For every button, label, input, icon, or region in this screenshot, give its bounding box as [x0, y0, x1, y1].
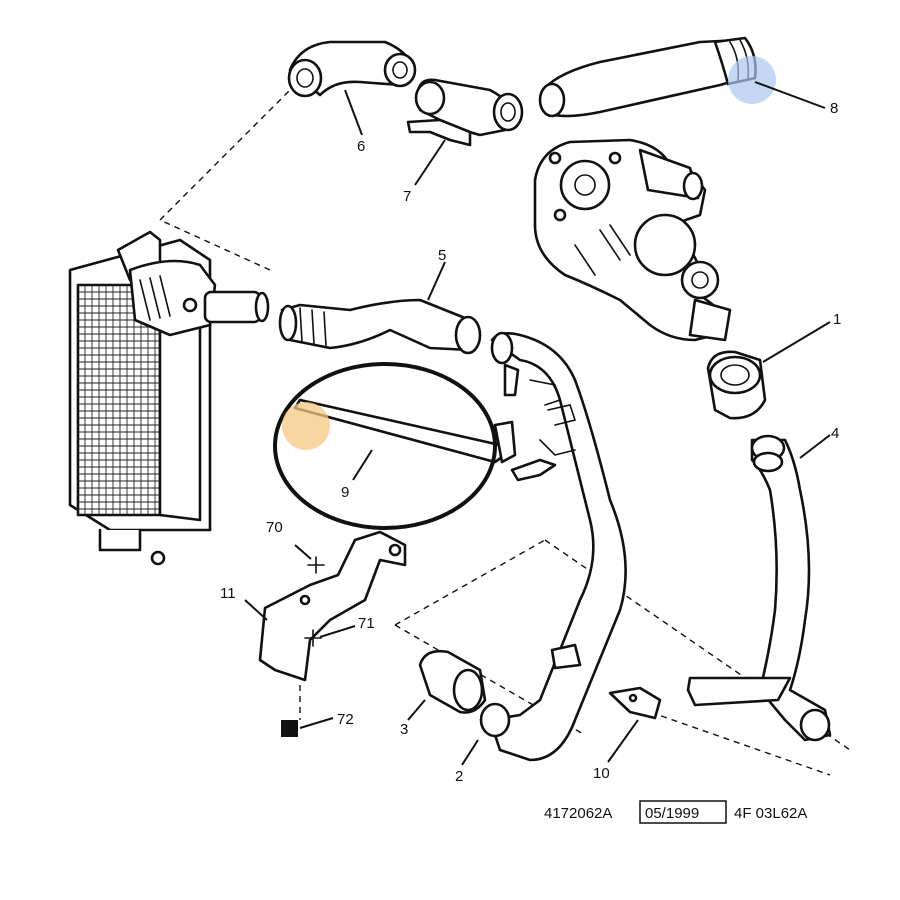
callout-6: 6	[357, 138, 365, 155]
callout-4: 4	[831, 425, 839, 442]
fastener-72-nut	[281, 720, 298, 737]
callout-3: 3	[400, 721, 408, 738]
callout-8: 8	[830, 100, 838, 117]
callout-2: 2	[455, 768, 463, 785]
callout-72: 72	[337, 711, 354, 728]
blue-highlight-marker	[728, 56, 776, 104]
turbocharger	[533, 138, 732, 342]
highlight-circle-part-9	[273, 362, 497, 530]
part-1-sleeve	[706, 350, 767, 420]
part-7-elbow	[406, 78, 524, 147]
part-2-pipe	[479, 331, 627, 762]
callout-70: 70	[266, 519, 283, 536]
part-5-hose	[278, 298, 482, 355]
callout-10: 10	[593, 765, 610, 782]
fastener-71-screw	[304, 629, 322, 647]
callout-7: 7	[403, 188, 411, 205]
callout-71: 71	[358, 615, 375, 632]
callout-11: 11	[220, 585, 236, 602]
part-10-bracket	[608, 686, 662, 720]
leader-lines	[244, 81, 831, 766]
part-9-hose	[293, 398, 517, 464]
part-6-hose	[287, 40, 417, 98]
reference-catalog-code: 4F 03L62A	[734, 805, 807, 822]
part-8-hose	[538, 36, 757, 118]
fastener-70-screw	[307, 556, 325, 574]
reference-date: 05/1999	[645, 805, 699, 822]
callout-1: 1	[833, 311, 841, 328]
intercooler	[68, 230, 270, 566]
callout-labels: 6 7 8 5 1 4 9 70 11 71 72 3 2 10	[220, 100, 841, 785]
reference-date-box	[639, 800, 727, 824]
callout-5: 5	[438, 247, 446, 264]
reference-footer: 4172062A 05/1999 4F 03L62A	[544, 800, 807, 824]
callout-9: 9	[341, 484, 349, 501]
reference-part-code: 4172062A	[544, 805, 612, 822]
part-4-pipe	[686, 434, 832, 742]
orange-highlight-marker	[282, 402, 330, 450]
part-11-bracket	[258, 530, 407, 682]
part-3-coupler	[418, 650, 487, 714]
